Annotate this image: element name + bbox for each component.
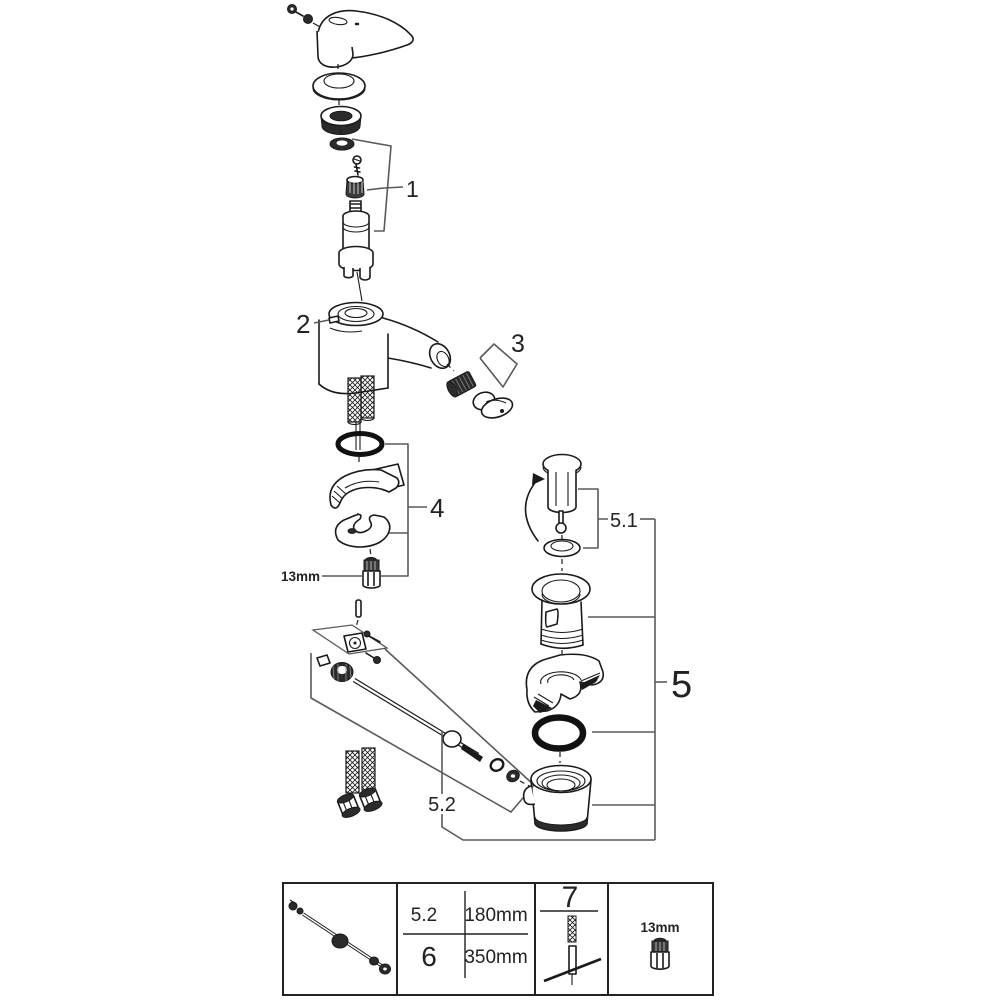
popup-rod-housing — [311, 624, 389, 682]
supply-hoses — [336, 747, 383, 818]
wrench-size-text: 13mm — [281, 569, 320, 584]
legend-size-grid: 5.2 180mm 6 350mm — [403, 891, 528, 978]
legend-tool-ref: 7 — [562, 881, 579, 914]
popup-rod-pin — [355, 599, 362, 618]
wrench-size-label: 13mm — [281, 569, 363, 584]
supply-shank-threads — [347, 375, 375, 450]
legend-row2-length: 350mm — [464, 947, 527, 968]
axis-dash-claw — [369, 548, 372, 557]
base-o-ring — [335, 431, 385, 457]
legend-row1-length: 180mm — [464, 905, 527, 926]
drain-lower-body — [522, 764, 592, 832]
callout-5-label: 5 — [671, 664, 692, 706]
dome-cap-ring — [312, 72, 366, 101]
legend-wrench-size: 13mm — [640, 920, 679, 935]
callout-4-label: 4 — [430, 493, 444, 523]
popup-rod-bracket — [310, 648, 535, 813]
rotation-arrow — [524, 473, 545, 542]
popup-rod — [352, 678, 483, 762]
legend-row1-ref: 5.2 — [411, 905, 437, 926]
callout-5-2-label: 5.2 — [428, 794, 456, 816]
callout-3: 3 — [479, 330, 525, 388]
cartridge — [338, 200, 374, 281]
callout-2: 2 — [296, 309, 330, 339]
mounting-wedge — [329, 463, 405, 509]
legend-rod-drawing — [288, 899, 391, 975]
drain-o-ring — [531, 714, 587, 752]
cartridge-screw — [352, 155, 362, 176]
legend-wrench-nut: 13mm — [640, 920, 680, 970]
axis-dash-pin — [355, 619, 359, 628]
callout-5-2: 5.2 — [428, 731, 655, 841]
legend-row2-ref: 6 — [421, 941, 437, 972]
callout-3-label: 3 — [511, 330, 525, 358]
drain-upper-body — [531, 573, 591, 650]
body-side-pin — [328, 315, 340, 324]
callout-5-1-label: 5.1 — [610, 510, 638, 532]
plug-seat-washer — [543, 538, 581, 558]
legend-table: 5.2 180mm 6 350mm 7 13mm — [282, 881, 714, 996]
callout-5-1: 5.1 — [578, 488, 655, 549]
legend-tool: 7 — [540, 881, 602, 985]
faucet-body — [318, 301, 452, 395]
axis-dash-spout — [446, 363, 455, 372]
callout-1-label: 1 — [406, 176, 419, 202]
knurled-ring-nut — [320, 105, 362, 135]
lever-handle — [316, 9, 414, 68]
cartridge-adapter-nut — [345, 175, 365, 199]
callout-4: 4 — [381, 443, 444, 577]
rod-o-rings — [489, 758, 532, 788]
callout-1: 1 — [351, 138, 419, 232]
drain-cone-wedge — [525, 653, 605, 713]
axis-line-cartridge-body — [356, 271, 363, 302]
callout-2-label: 2 — [296, 309, 310, 339]
aerator-insert — [446, 371, 477, 398]
mounting-claw — [334, 513, 391, 548]
callout-5: 5 — [588, 519, 692, 840]
mounting-nut-13mm — [362, 556, 381, 589]
spray-nozzle — [472, 391, 514, 419]
handle-screw — [287, 4, 332, 34]
stop-washer — [329, 137, 355, 151]
drain-plug — [542, 453, 582, 534]
